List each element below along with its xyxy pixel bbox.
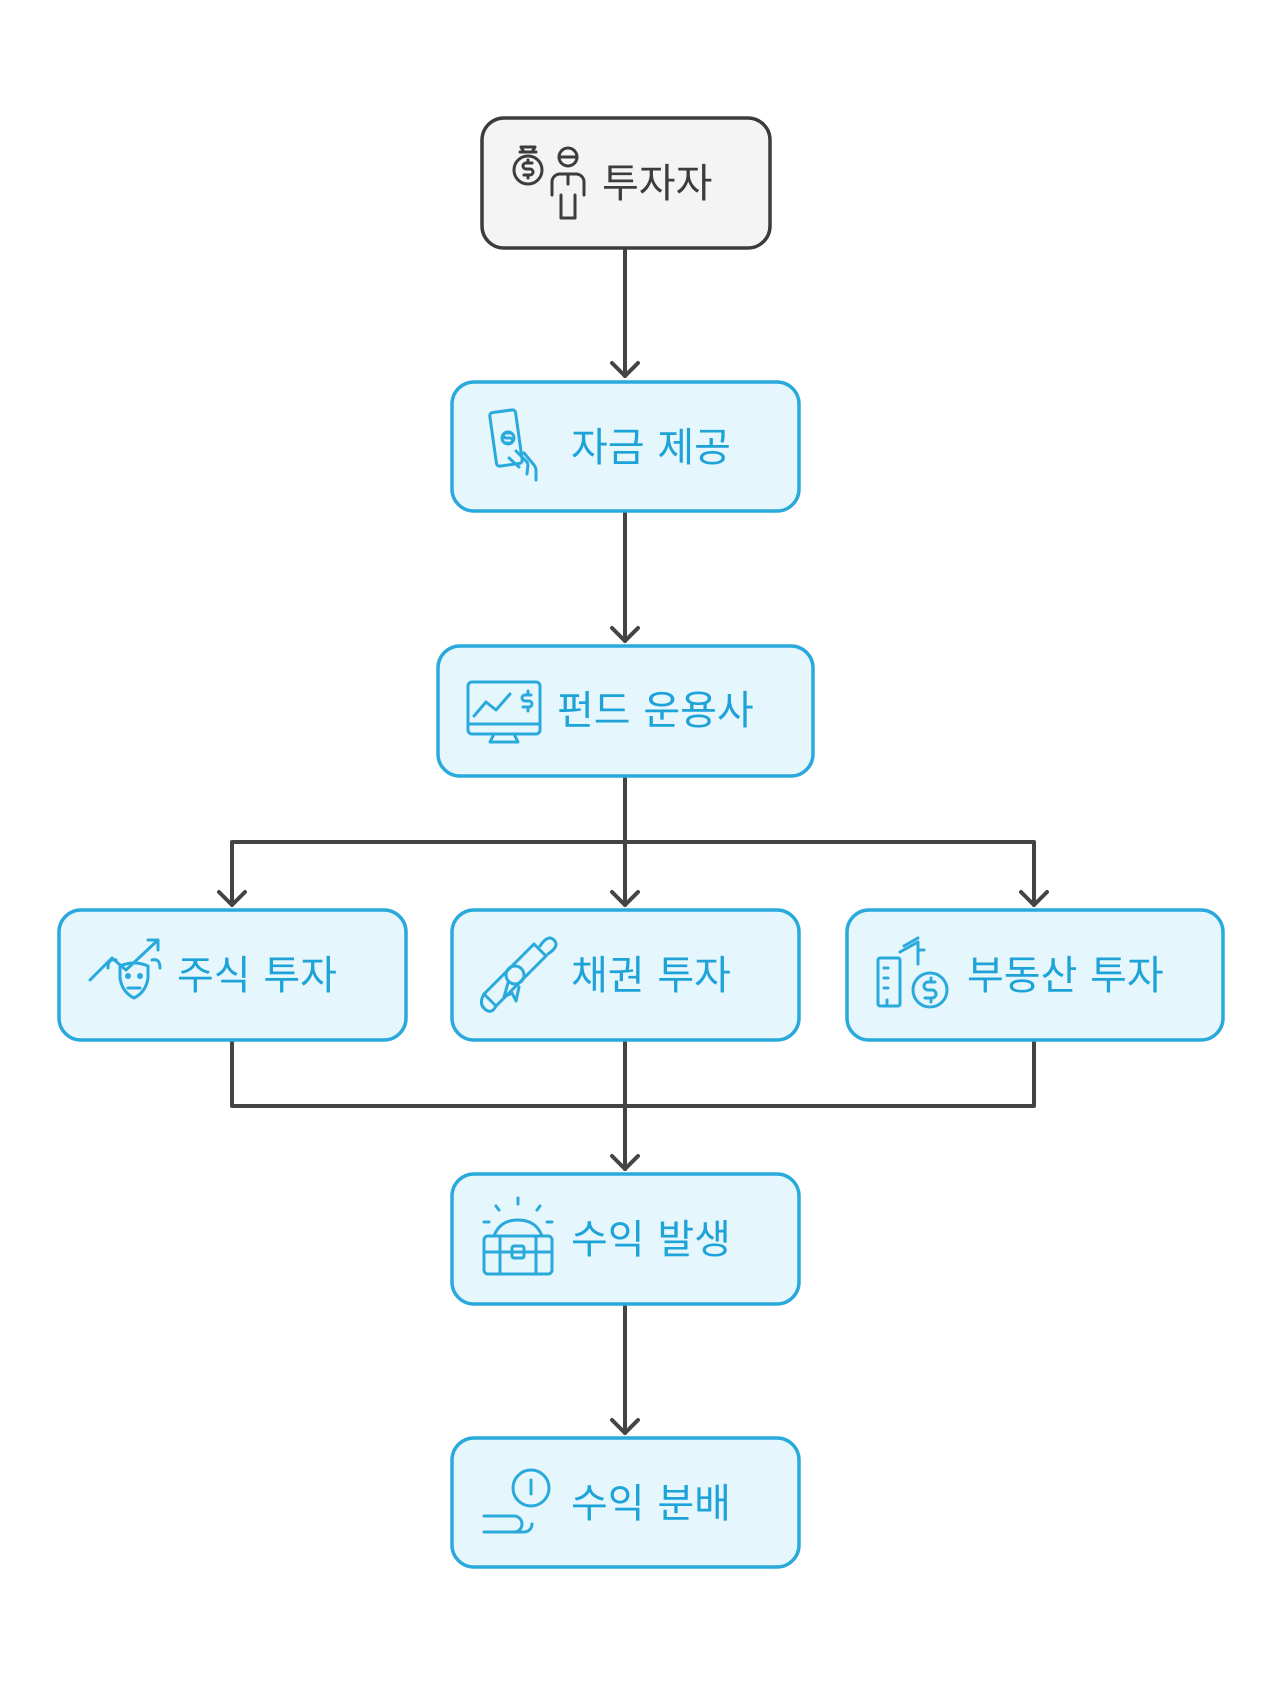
node-profit[interactable]: 수익 발생 [450, 1172, 801, 1306]
edge-stock-to-profit [230, 1038, 627, 1171]
bull-trend-icon [88, 938, 162, 1000]
node-stock-box [57, 908, 408, 1042]
node-fund-manager-label: 펀드 운용사 [557, 688, 754, 734]
node-bond[interactable]: 채권 투자 [450, 908, 801, 1042]
money-bag-person-icon [512, 145, 586, 220]
bond-certificate-icon [479, 936, 558, 1013]
node-investor-label: 투자자 [602, 161, 712, 207]
edge-profit-to-distribution [610, 1302, 640, 1435]
edge-fund-manager-to-stock [217, 774, 627, 907]
edge-investor-to-provide-funds [610, 246, 640, 378]
node-investor[interactable]: 투자자 [480, 116, 772, 250]
node-bond-box [450, 908, 801, 1042]
node-stock[interactable]: 주식 투자 [57, 908, 408, 1042]
node-stock-label: 주식 투자 [177, 953, 337, 999]
node-provide-funds[interactable]: 자금 제공 [450, 380, 801, 513]
edges [217, 246, 1049, 1435]
monitor-chart-dollar-icon [466, 680, 542, 744]
node-real-estate-label: 부동산 투자 [967, 953, 1164, 999]
hand-coin-icon [482, 1468, 551, 1534]
node-distribution-label: 수익 분배 [571, 1481, 731, 1527]
edge-provide-funds-to-fund-manager [610, 509, 640, 643]
node-provide-funds-box [450, 380, 801, 513]
treasure-chest-icon [482, 1196, 554, 1276]
node-real-estate-box [845, 908, 1225, 1042]
node-bond-label: 채권 투자 [571, 953, 731, 999]
node-profit-label: 수익 발생 [571, 1217, 731, 1263]
hand-holding-money-icon [488, 408, 538, 482]
node-real-estate[interactable]: 부동산 투자 [845, 908, 1225, 1042]
edge-fund-manager-to-real-estate [623, 840, 1049, 907]
node-provide-funds-label: 자금 제공 [571, 425, 731, 471]
buildings-dollar-icon [876, 936, 949, 1009]
node-distribution[interactable]: 수익 분배 [450, 1436, 801, 1569]
node-investor-box [480, 116, 772, 250]
edge-real-estate-to-profit [623, 1038, 1036, 1108]
node-fund-manager[interactable]: 펀드 운용사 [436, 644, 815, 778]
node-fund-manager-box [436, 644, 815, 778]
